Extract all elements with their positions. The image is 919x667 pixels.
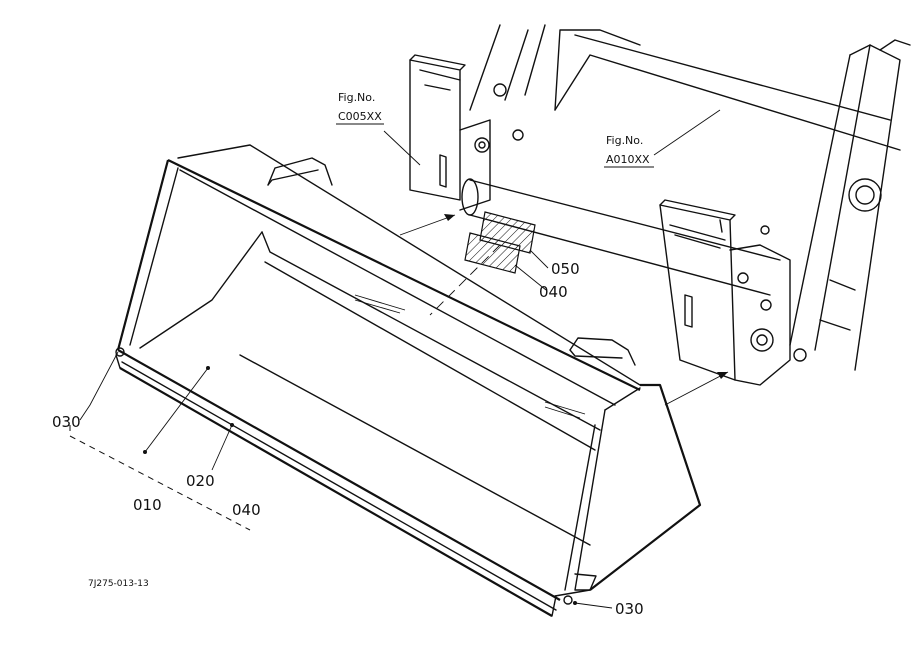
figure-ref-a010xx: Fig.No. A010XX xyxy=(604,134,654,168)
callout-030-left: 030 xyxy=(52,413,81,431)
bucket xyxy=(115,144,702,617)
figure-ref-label: Fig.No. xyxy=(606,134,643,147)
callout-030-right: 030 xyxy=(615,600,644,618)
loader-frame xyxy=(409,24,911,386)
decal-040 xyxy=(464,232,521,274)
figure-ref-code: A010XX xyxy=(606,153,650,166)
leader-lines xyxy=(69,109,729,609)
callout-040-bottom: 040 xyxy=(232,501,261,519)
callout-010: 010 xyxy=(133,496,162,514)
callout-050: 050 xyxy=(551,260,580,278)
figure-ref-c005xx: Fig.No. C005XX xyxy=(336,91,384,125)
callout-040-right: 040 xyxy=(539,283,568,301)
figure-ref-label: Fig.No. xyxy=(338,91,375,104)
callout-020: 020 xyxy=(186,472,215,490)
drawing-code: 7J275-013-13 xyxy=(88,579,149,589)
figure-ref-code: C005XX xyxy=(338,110,382,123)
